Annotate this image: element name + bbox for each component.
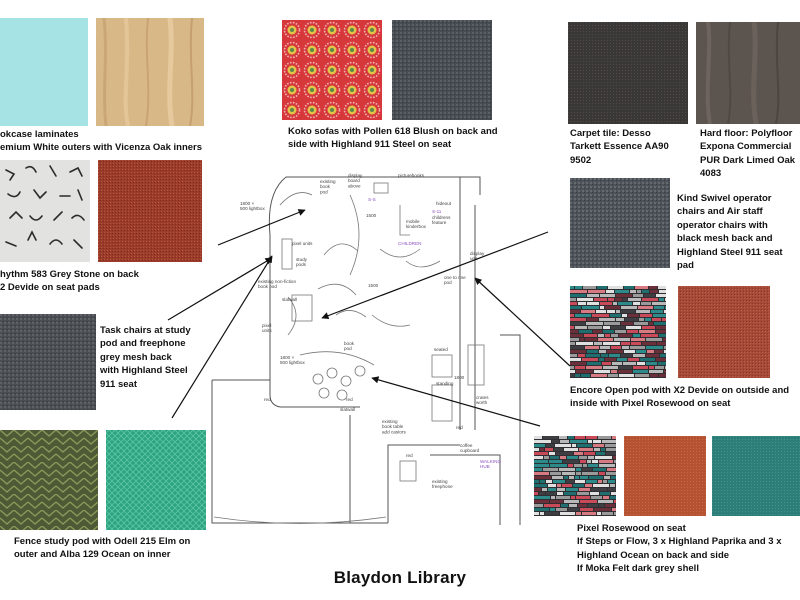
swatch-task-chair-grey: [0, 314, 96, 410]
plan-hideout: hideout: [436, 201, 452, 206]
plan-dim-1500-a: 1500: [366, 213, 377, 218]
swatch-pollen-blush: [282, 20, 382, 120]
label-koko-sofas: Koko sofas with Pollen 618 Blush on back…: [288, 126, 498, 151]
label-encore-open-pod: Encore Open pod with X2 Devide on outsid…: [570, 385, 790, 410]
label-task-chairs: Task chairs at study pod and freephone g…: [100, 325, 191, 390]
plan-standing: standing: [436, 381, 454, 386]
swatch-vicenza-oak: [96, 18, 204, 126]
label-bookcase-laminates: okcase laminates emium White outers with…: [0, 129, 203, 154]
swatch-hard-floor: [696, 22, 800, 124]
swatch-highland-steel: [392, 20, 492, 120]
swatch-x2-devide: [98, 160, 202, 262]
plan-red-1: red: [346, 397, 353, 402]
plan-picturebooks: picturebooks: [398, 173, 425, 178]
plan-red-2: red: [264, 397, 271, 402]
plan-s11: S-11: [432, 209, 442, 214]
plan-lightbox-bottom: 1800 ×500 lightbox: [280, 355, 305, 365]
swatch-pixel-rosewood: [678, 286, 770, 378]
swatch-pixel-steps: [534, 436, 616, 516]
label-pixel-rosewood: Pixel Rosewood on seat If Steps or Flow,…: [577, 523, 782, 575]
swatch-highland-ocean: [712, 436, 800, 516]
plan-pixel-units: pixel units: [292, 241, 313, 246]
plan-lightbox-top: 1800 ×500 lightbox: [240, 201, 265, 211]
plan-seated: seated: [434, 347, 448, 352]
plan-ss: S-S: [368, 197, 376, 202]
label-hard-floor: Hard floor: Polyfloor Expona Commercial …: [700, 128, 796, 180]
plan-slatwall: slatwall: [282, 297, 297, 302]
swatch-carpet-tile: [568, 22, 688, 124]
plan-red-3: red: [456, 425, 463, 430]
plan-dim-1800: 1800: [454, 375, 465, 380]
swatch-rhythm-grey-stone: [0, 160, 90, 262]
label-kind-swivel-chairs: Kind Swivel operator chairs and Air staf…: [677, 193, 783, 272]
plan-children: CHILDREN: [398, 241, 421, 246]
label-rhythm-grey-stone: hythm 583 Grey Stone on back 2 Devide on…: [0, 269, 139, 294]
plan-slatwall-2: slatwall: [340, 407, 355, 412]
swatch-alba-ocean: [106, 430, 206, 530]
swatch-premium-white: [0, 18, 88, 126]
swatch-odell-elm: [0, 430, 98, 530]
swatch-kind-chair-grey: [570, 178, 670, 268]
label-carpet-tile: Carpet tile: Desso Tarkett Essence AA90 …: [570, 128, 669, 166]
label-fence-study-pod: Fence study pod with Odell 215 Elm on ou…: [14, 536, 191, 561]
page-title: Blaydon Library: [333, 568, 467, 587]
swatch-encore-pixel: [570, 286, 666, 378]
swatch-highland-paprika: [624, 436, 706, 516]
plan-dim-1500-b: 1500: [368, 283, 379, 288]
plan-red-4: red: [406, 453, 413, 458]
